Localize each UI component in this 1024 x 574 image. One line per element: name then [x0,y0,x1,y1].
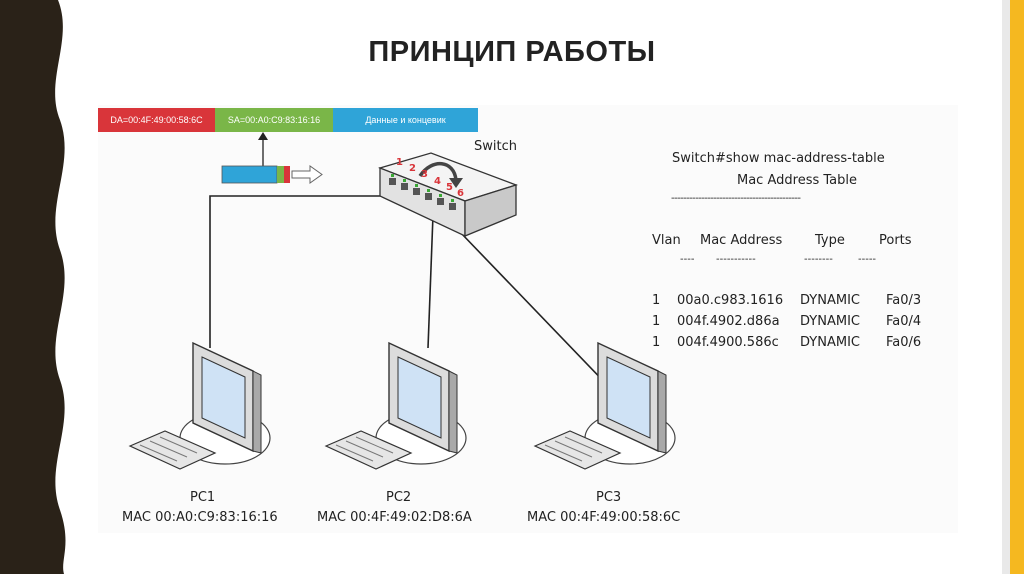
mac-table-header-ports: Ports [879,233,912,248]
table-row-3-vlan: 1 [652,335,661,350]
mac-table-dash-ports: ----- [858,254,877,265]
pc1-mac: MAC 00:A0:C9:83:16:16 [122,510,278,525]
mac-table-command: Switch#show mac-address-table [672,151,885,166]
frame-destination-address: DA=00:4F:49:00:58:6C [98,108,215,132]
frame-source-address: SA=00:A0:C9:83:16:16 [215,108,333,132]
table-row-2-vlan: 1 [652,314,661,329]
mac-table-dash-type: -------- [804,254,833,265]
slide-title: ПРИНЦИП РАБОТЫ [368,36,656,68]
table-row-3-mac: 004f.4900.586c [677,335,779,350]
port-number-6: 6 [457,188,464,199]
port-number-4: 4 [434,176,441,187]
table-row-1-mac: 00a0.c983.1616 [677,293,784,308]
frame-up-arrow [258,132,268,166]
table-row-3-type: DYNAMIC [800,335,860,350]
port-number-3: 3 [421,169,428,180]
table-row-2-mac: 004f.4902.d86a [677,314,780,329]
pc3-mac: MAC 00:4F:49:00:58:6C [527,510,681,525]
table-row-2-type: DYNAMIC [800,314,860,329]
pc3-name: PC3 [596,490,622,505]
switch-label: Switch [474,139,517,154]
mac-table-header-vlan: Vlan [652,233,681,248]
mac-table-divider: ----------------------------------------… [671,193,801,204]
port-number-2: 2 [409,163,416,174]
right-accent-strip [1010,0,1024,574]
table-row-1-vlan: 1 [652,293,661,308]
mac-table-title: Mac Address Table [737,173,857,188]
cables [209,195,613,391]
port-number-1: 1 [396,157,403,168]
frame-data-trailer: Данные и концевик [333,108,478,132]
pc3-computer [533,341,676,470]
table-row-3-port: Fa0/6 [886,335,922,350]
mac-table-dash-vlan: ---- [680,254,695,265]
pc2-computer [324,341,467,470]
pc2-mac: MAC 00:4F:49:02:D8:6A [317,510,472,525]
table-row-1-type: DYNAMIC [800,293,860,308]
moving-frame-icon [221,165,323,184]
right-gray-strip [1002,0,1010,574]
pc1-name: PC1 [190,490,216,505]
pc2-name: PC2 [386,490,412,505]
switch-device [377,152,518,238]
pc1-computer [128,341,271,470]
port-number-5: 5 [446,182,453,193]
mac-table-header-mac: Mac Address [700,233,783,248]
mac-table-dash-mac: ----------- [716,254,756,265]
mac-table-header-type: Type [815,233,845,248]
table-row-2-port: Fa0/4 [886,314,922,329]
left-decorative-border [0,0,66,574]
table-row-1-port: Fa0/3 [886,293,922,308]
